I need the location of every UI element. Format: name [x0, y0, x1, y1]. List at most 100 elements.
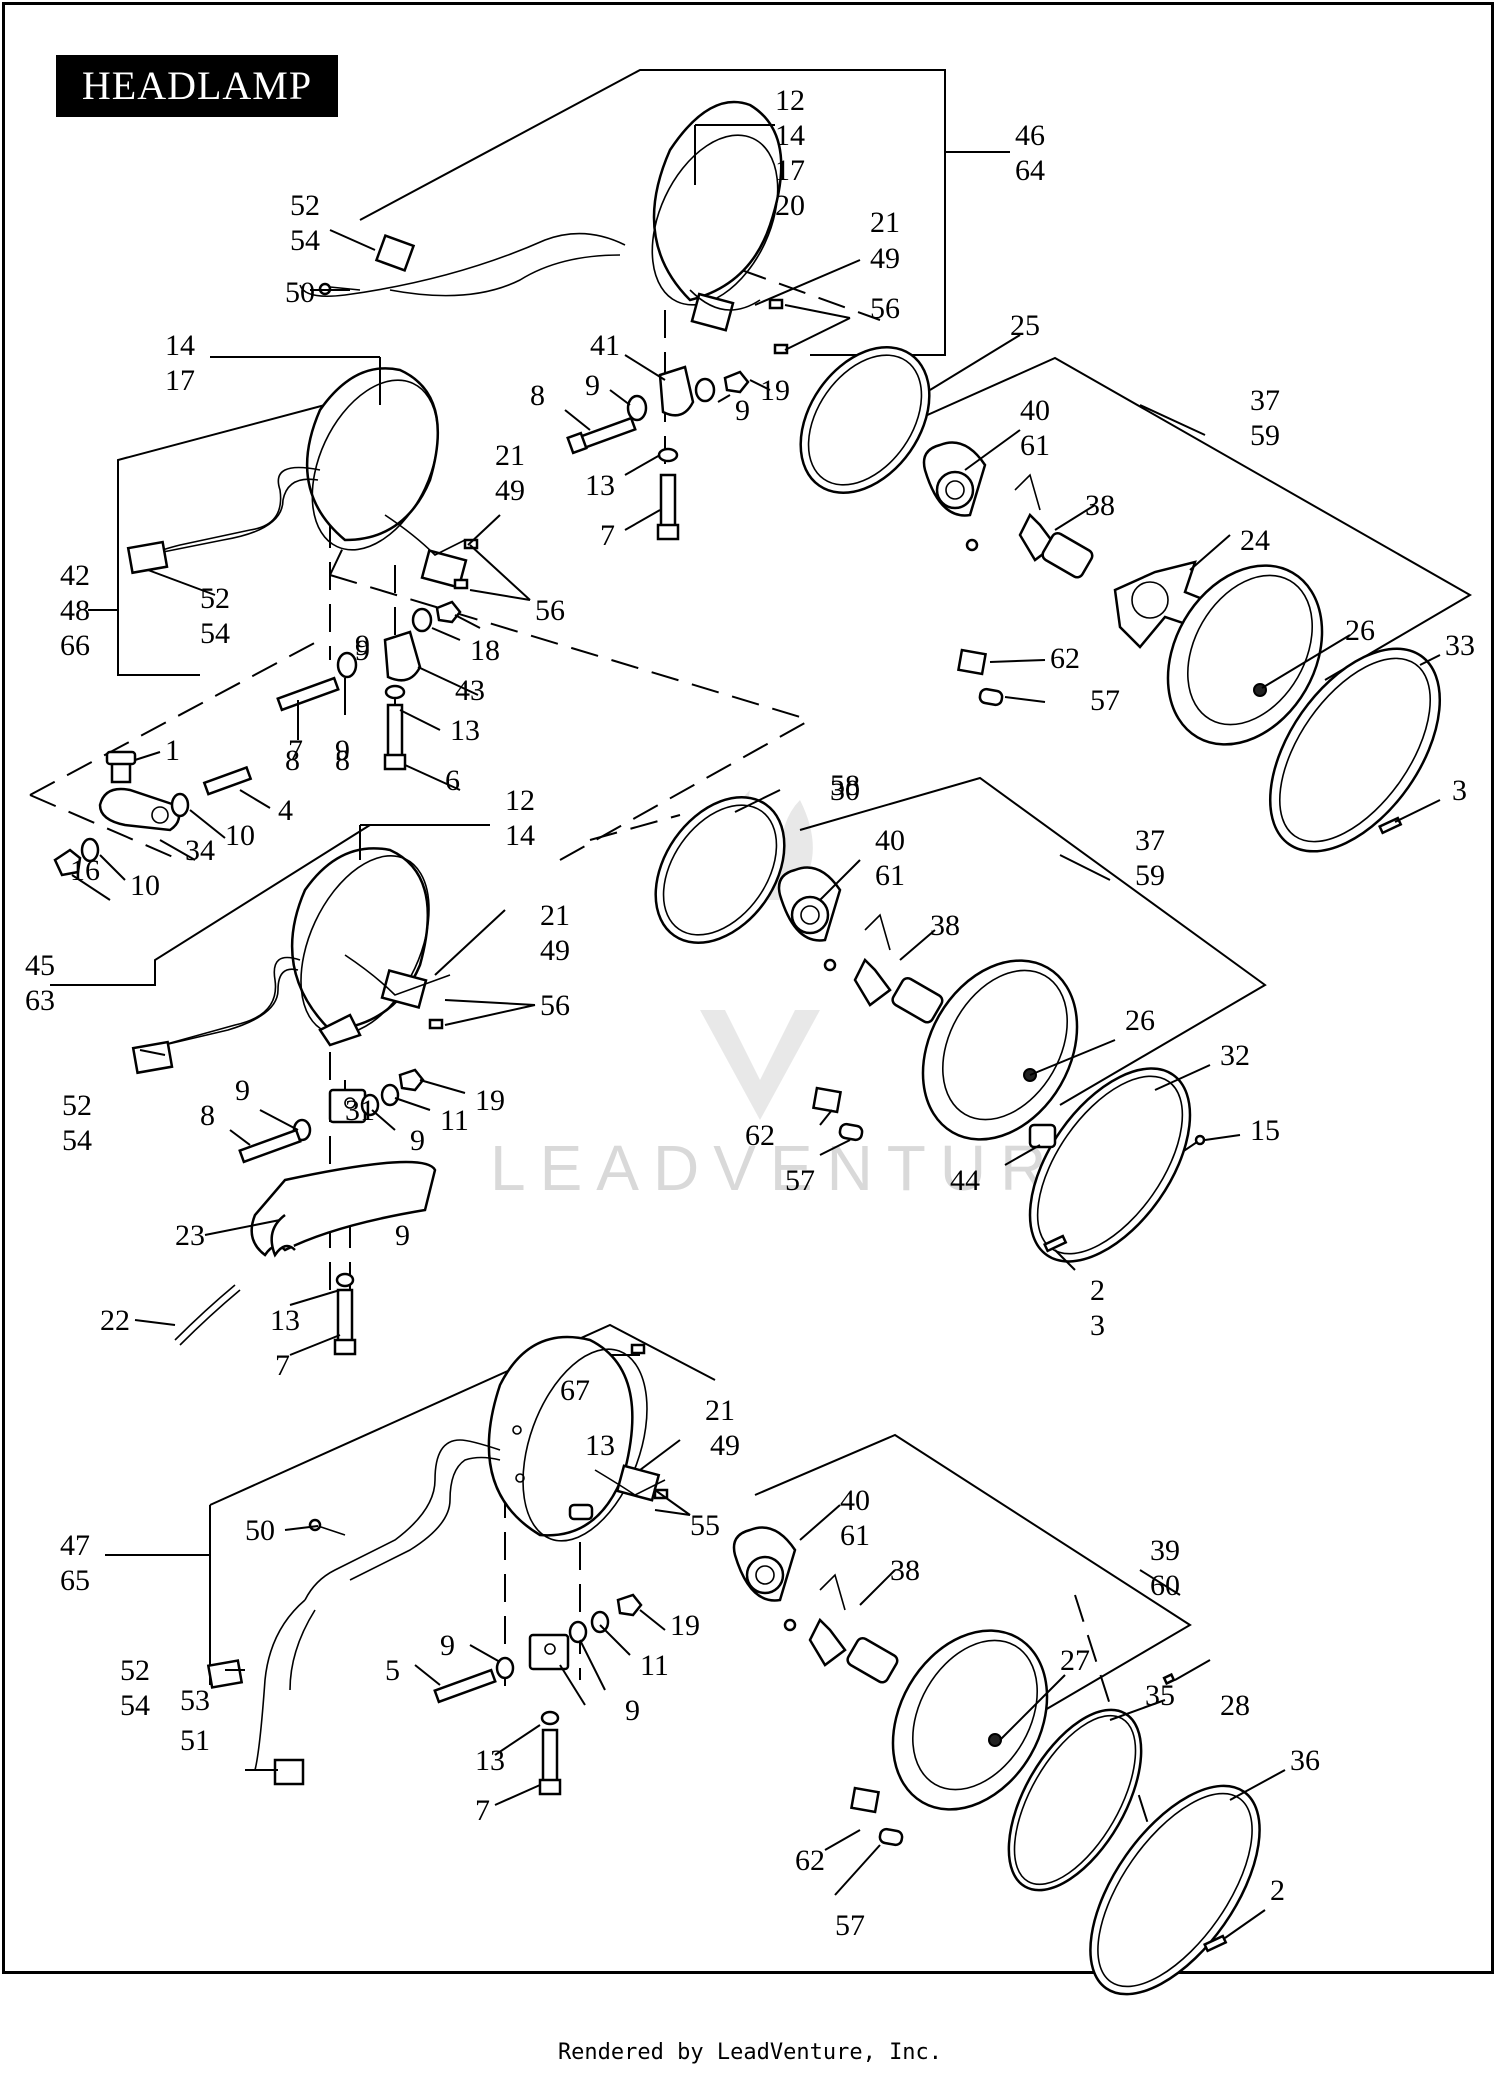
callout-label: 65 — [60, 1564, 90, 1597]
callout-label: 54 — [290, 224, 320, 257]
callout-label: 54 — [120, 1689, 150, 1722]
callout-label: 2 — [1090, 1274, 1105, 1307]
callout-label: 56 — [535, 594, 565, 627]
callout-label: 44 — [950, 1164, 980, 1197]
callout-label: 38 — [1085, 489, 1115, 522]
bracket-hardware — [53, 750, 253, 877]
callout-label: 14 — [505, 819, 535, 852]
top-lens-group — [922, 441, 1442, 853]
callout-label: 4 — [278, 794, 293, 827]
callout-label: 19 — [475, 1084, 505, 1117]
callout-label: 57 — [1090, 684, 1120, 717]
seal-ring-mid — [654, 796, 786, 944]
second-headlamp-housing — [126, 367, 479, 590]
callout-label: 50 — [245, 1514, 275, 1547]
top-headlamp-housing — [299, 100, 789, 355]
callout-label: 9 — [335, 734, 350, 767]
callout-label: 19 — [760, 374, 790, 407]
callout-label: 26 — [1345, 614, 1375, 647]
callout-label: 47 — [60, 1529, 90, 1562]
callout-label: 40 — [840, 1484, 870, 1517]
callout-label: 52 — [200, 582, 230, 615]
top-mount-hardware — [566, 365, 750, 541]
callout-label: 15 — [1250, 1114, 1280, 1147]
callout-label: 7 — [600, 519, 615, 552]
seal-ring-top — [799, 346, 931, 494]
callout-label: 50 — [285, 276, 315, 309]
callout-label: 10 — [225, 819, 255, 852]
callout-label: 42 — [60, 559, 90, 592]
callout-label: 66 — [60, 629, 90, 662]
callout-label: 9 — [355, 634, 370, 667]
callout-label: 9 — [585, 369, 600, 402]
callout-label: 6 — [445, 764, 460, 797]
callout-label: 21 — [495, 439, 525, 472]
callout-label: 7 — [275, 1349, 290, 1382]
callout-label: 36 — [1290, 1744, 1320, 1777]
callout-label: 53 — [180, 1684, 210, 1717]
callout-leaders — [71, 124, 1441, 1939]
callout-label: 46 — [1015, 119, 1045, 152]
callout-label: 8 — [335, 744, 350, 777]
callout-label: 10 — [130, 869, 160, 902]
callout-label: 37 — [1135, 824, 1165, 857]
callout-label: 9 — [395, 1219, 410, 1252]
callout-label: 28 — [1220, 1689, 1250, 1722]
watermark-text: LEADVENTURE — [490, 1132, 1117, 1204]
callout-label: 41 — [590, 329, 620, 362]
callout-label: 14 — [165, 329, 195, 362]
callout-label: 38 — [890, 1554, 920, 1587]
callout-label: 17 — [165, 364, 195, 397]
callout-label: 1 — [165, 734, 180, 767]
callout-label: 30 — [830, 774, 860, 807]
callout-label: 37 — [1250, 384, 1280, 417]
callout-label: 21 — [705, 1394, 735, 1427]
callout-label: 56 — [870, 292, 900, 325]
callout-label: 59 — [1250, 419, 1280, 452]
callout-label: 25 — [1010, 309, 1040, 342]
callout-label: 23 — [175, 1219, 205, 1252]
callout-label: 5 — [385, 1654, 400, 1687]
callout-label: 32 — [1220, 1039, 1250, 1072]
callout-label: 26 — [1125, 1004, 1155, 1037]
callout-labels: 1 2 2 3 3 4 5 6 7 7 7 7 8 8 8 8 9 9 9 9 … — [25, 84, 1475, 1942]
callout-label: 63 — [25, 984, 55, 1017]
third-mount-hardware — [174, 1068, 437, 1356]
callout-label: 54 — [62, 1124, 92, 1157]
callout-label: 18 — [470, 634, 500, 667]
callout-label: 17 — [775, 154, 805, 187]
callout-label: 67 — [560, 1374, 590, 1407]
callout-label: 49 — [710, 1429, 740, 1462]
callout-label: 22 — [100, 1304, 130, 1337]
callout-label: 55 — [690, 1509, 720, 1542]
callout-label: 11 — [640, 1649, 669, 1682]
callout-label: 57 — [835, 1909, 865, 1942]
callout-label: 7 — [288, 734, 303, 767]
callout-label: 2 — [1270, 1874, 1285, 1907]
callout-label: 9 — [355, 629, 370, 662]
callout-label: 61 — [840, 1519, 870, 1552]
callout-label: 34 — [185, 834, 215, 867]
callout-label: 61 — [875, 859, 905, 892]
callout-label: 62 — [795, 1844, 825, 1877]
callout-label: 8 — [530, 379, 545, 412]
callout-label: 9 — [625, 1694, 640, 1727]
callout-label: 35 — [1145, 1679, 1175, 1712]
bottom-headlamp-housing — [206, 1335, 669, 1786]
bottom-mount-hardware — [433, 1593, 643, 1796]
callout-label: 54 — [200, 617, 230, 650]
callout-label: 13 — [585, 469, 615, 502]
callout-label: 45 — [25, 949, 55, 982]
third-headlamp-housing — [131, 847, 451, 1075]
bottom-lens-group — [732, 1526, 1261, 1996]
callout-label: 9 — [235, 1074, 250, 1107]
callout-label: 13 — [450, 714, 480, 747]
callout-label: 13 — [585, 1429, 615, 1462]
callout-label: 16 — [70, 854, 100, 887]
callout-label: 33 — [1445, 629, 1475, 662]
callout-label: 60 — [1150, 1569, 1180, 1602]
callout-label: 31 — [345, 1094, 375, 1127]
callout-label: 52 — [62, 1089, 92, 1122]
callout-label: 39 — [1150, 1534, 1180, 1567]
